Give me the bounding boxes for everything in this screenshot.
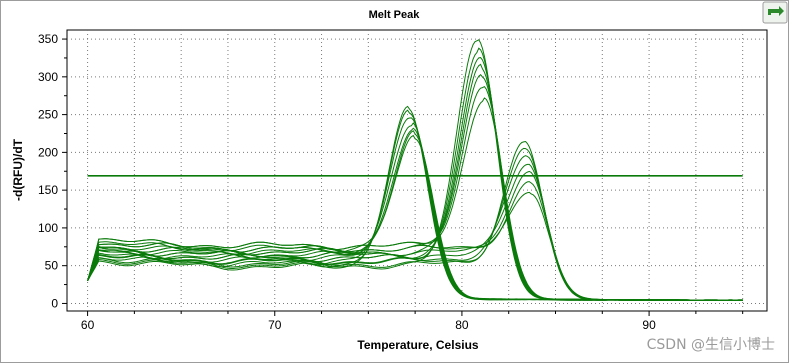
x-axis-label: Temperature, Celsius <box>357 338 478 352</box>
chart-title: Melt Peak <box>369 9 421 21</box>
x-tick-label: 60 <box>81 318 95 332</box>
x-tick-label: 80 <box>455 318 469 332</box>
export-icon[interactable] <box>762 1 788 24</box>
y-tick-label: 50 <box>45 259 59 273</box>
y-tick-label: 200 <box>38 145 58 159</box>
melt-curve <box>87 191 743 301</box>
y-tick-label: 0 <box>51 296 58 310</box>
x-tick-label: 70 <box>268 318 282 332</box>
y-tick-label: 300 <box>38 70 58 84</box>
grid-lines <box>67 30 767 311</box>
y-tick-label: 350 <box>38 32 58 46</box>
y-tick-label: 150 <box>38 183 58 197</box>
watermark-text: CSDN @生信小博士 <box>647 336 775 353</box>
y-tick-label: 100 <box>38 221 58 235</box>
x-tick-label: 90 <box>642 318 656 332</box>
plot-area-frame <box>66 29 768 312</box>
melt-curves <box>87 39 743 301</box>
y-tick-label: 250 <box>38 108 58 122</box>
x-axis-ticks: 60 70 80 90 <box>81 311 744 332</box>
y-axis-ticks: 0 50 100 150 200 250 300 350 <box>38 32 67 310</box>
y-axis-label: -d(RFU)/dT <box>11 138 25 201</box>
